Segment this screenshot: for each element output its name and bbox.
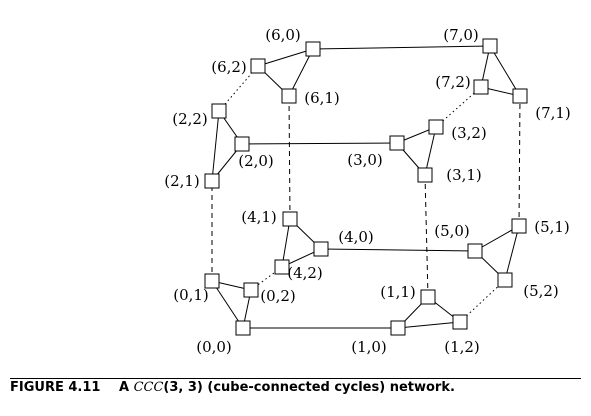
node-2-0 (234, 136, 250, 152)
node-label-6-1: (6,1) (304, 89, 340, 107)
node-label-0-1: (0,1) (173, 286, 209, 304)
node-label-6-0: (6,0) (265, 26, 301, 44)
node-6-1 (281, 88, 297, 104)
caption-network-name: CCC (133, 380, 164, 395)
edge-6-2-to-6-0 (257, 48, 314, 67)
node-2-2 (211, 103, 227, 119)
edge-6-0-to-7-0 (312, 45, 491, 50)
node-3-1 (417, 167, 433, 183)
node-label-6-2: (6,2) (211, 58, 247, 76)
node-6-0 (305, 41, 321, 57)
edge-0-0-to-0-1 (211, 280, 244, 329)
node-label-3-0: (3,0) (347, 151, 383, 169)
ccc-network-diagram: (0,0) (0,1) (0,2) (1,0) (1,1) (1,2) (2,0) (2,1)… (164, 26, 571, 356)
node-label-5-2: (5,2) (523, 282, 559, 300)
edge-5-1-to-5-2 (504, 225, 520, 281)
edge-3-1-to-3-2 (424, 126, 437, 176)
node-7-1 (512, 88, 528, 104)
caption-description: (cube-connected cycles) network. (207, 380, 455, 395)
caption-rule (10, 378, 581, 379)
node-label-3-1: (3,1) (446, 166, 482, 184)
edge-5-1-to-7-1 (518, 95, 521, 227)
edge-7-0-to-7-1 (489, 45, 521, 97)
node-label-1-0: (1,0) (351, 338, 387, 356)
edge-4-0-to-5-0 (320, 248, 476, 252)
node-label-2-2: (2,2) (172, 110, 208, 128)
node-3-2 (428, 119, 444, 135)
node-label-2-0: (2,0) (238, 152, 274, 170)
node-3-0 (389, 135, 405, 151)
node-4-0 (313, 241, 329, 257)
node-label-5-1: (5,1) (534, 218, 570, 236)
node-1-1 (420, 289, 436, 305)
node-5-0 (467, 243, 483, 259)
node-label-5-0: (5,0) (434, 222, 470, 240)
edge-6-0-to-6-1 (288, 48, 314, 97)
node-label-1-1: (1,1) (380, 283, 416, 301)
node-label-0-0: (0,0) (196, 338, 232, 356)
caption-network-args: (3, 3) (163, 380, 203, 395)
edge-2-1-to-2-2 (211, 110, 220, 182)
edge-4-1-to-6-1 (288, 95, 291, 220)
node-2-1 (204, 173, 220, 189)
node-6-2 (250, 58, 266, 74)
node-5-1 (511, 218, 527, 234)
node-label-7-0: (7,0) (443, 26, 479, 44)
node-1-0 (390, 320, 406, 336)
node-0-2 (243, 282, 259, 298)
node-label-0-2: (0,2) (260, 287, 296, 305)
node-4-2 (274, 259, 290, 275)
edge-2-0-to-3-0 (241, 142, 398, 145)
node-1-2 (452, 314, 468, 330)
node-0-1 (204, 273, 220, 289)
edge-1-2-to-1-0 (397, 321, 461, 329)
edge-4-1-to-4-2 (281, 218, 291, 268)
node-label-4-2: (4,2) (287, 264, 323, 282)
node-5-2 (497, 272, 513, 288)
node-label-7-1: (7,1) (535, 104, 571, 122)
node-label-1-2: (1,2) (444, 338, 480, 356)
node-0-0 (235, 320, 251, 336)
node-7-0 (482, 38, 498, 54)
node-layer (204, 38, 528, 336)
node-label-4-1: (4,1) (241, 208, 277, 226)
caption-prefix: A (118, 380, 130, 395)
node-7-2 (473, 79, 489, 95)
label-layer: (0,0) (0,1) (0,2) (1,0) (1,1) (1,2) (2,0) (2,1)… (164, 26, 571, 356)
figure-caption: FIGURE 4.11 A CCC(3, 3) (cube-connected … (10, 380, 455, 395)
figure-number: FIGURE 4.11 (10, 380, 101, 395)
node-label-2-1: (2,1) (164, 172, 200, 190)
node-label-3-2: (3,2) (451, 124, 487, 142)
node-label-4-0: (4,0) (338, 228, 374, 246)
node-4-1 (282, 211, 298, 227)
node-label-7-2: (7,2) (435, 73, 471, 91)
edge-1-1-to-3-1 (424, 174, 429, 298)
